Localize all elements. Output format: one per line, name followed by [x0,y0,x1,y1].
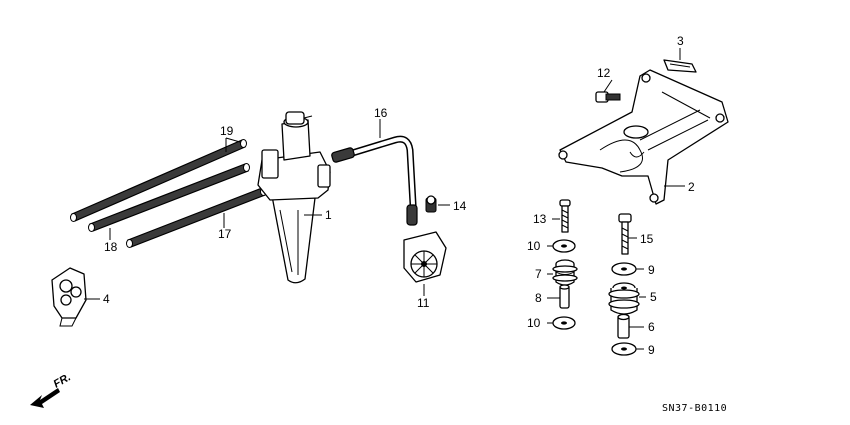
callout-4: 4 [103,292,110,306]
callout-3: 3 [677,34,684,48]
washer-part-9-upper [611,262,637,276]
leader-lines [84,48,685,350]
mount-part-5 [608,282,640,315]
hose-19 [70,139,247,222]
diagram-code: SN37-B0110 [662,403,727,414]
callout-2: 2 [688,180,695,194]
clip-part-4 [51,267,87,327]
filter-part-11 [403,231,447,283]
callout-5: 5 [650,290,657,304]
callout-12: 12 [597,66,611,80]
canister-part-1 [257,111,331,284]
callout-14: 14 [453,199,467,213]
callout-1: 1 [325,208,332,222]
front-direction-label: FR. [52,371,73,390]
bolt-part-13 [559,199,571,233]
callout-7: 7 [535,267,542,281]
callout-18: 18 [104,240,118,254]
callout-10-lower: 10 [527,316,541,330]
callout-10-upper: 10 [527,239,541,253]
hose-17 [126,187,267,248]
callout-labels: 19 18 17 1 16 14 11 4 3 12 2 13 10 7 8 1… [103,34,695,357]
tag-part-3 [663,59,697,73]
front-direction-indicator: FR. [30,371,73,408]
bracket-part-2 [558,69,729,205]
pipe-part-16 [331,135,418,226]
callout-11: 11 [417,296,430,310]
callout-13: 13 [533,212,547,226]
front-arrow-icon [30,388,60,408]
washer-part-9-lower [611,342,637,356]
callout-9-upper: 9 [648,263,655,277]
collar-part-6 [617,313,630,339]
hose-18 [88,163,250,232]
mount-part-7 [552,259,578,286]
callout-8: 8 [535,291,542,305]
washer-part-10-upper [552,239,576,253]
nipple-part-14 [425,195,437,213]
collar-part-8 [559,284,570,309]
callout-6: 6 [648,320,655,334]
washer-part-10-lower [552,316,576,330]
callout-15: 15 [640,232,654,246]
callout-17: 17 [218,227,232,241]
callout-19: 19 [220,124,234,138]
bolt-part-15 [618,213,632,255]
callout-16: 16 [374,106,388,120]
callout-9-lower: 9 [648,343,655,357]
bolt-part-12 [595,91,621,103]
